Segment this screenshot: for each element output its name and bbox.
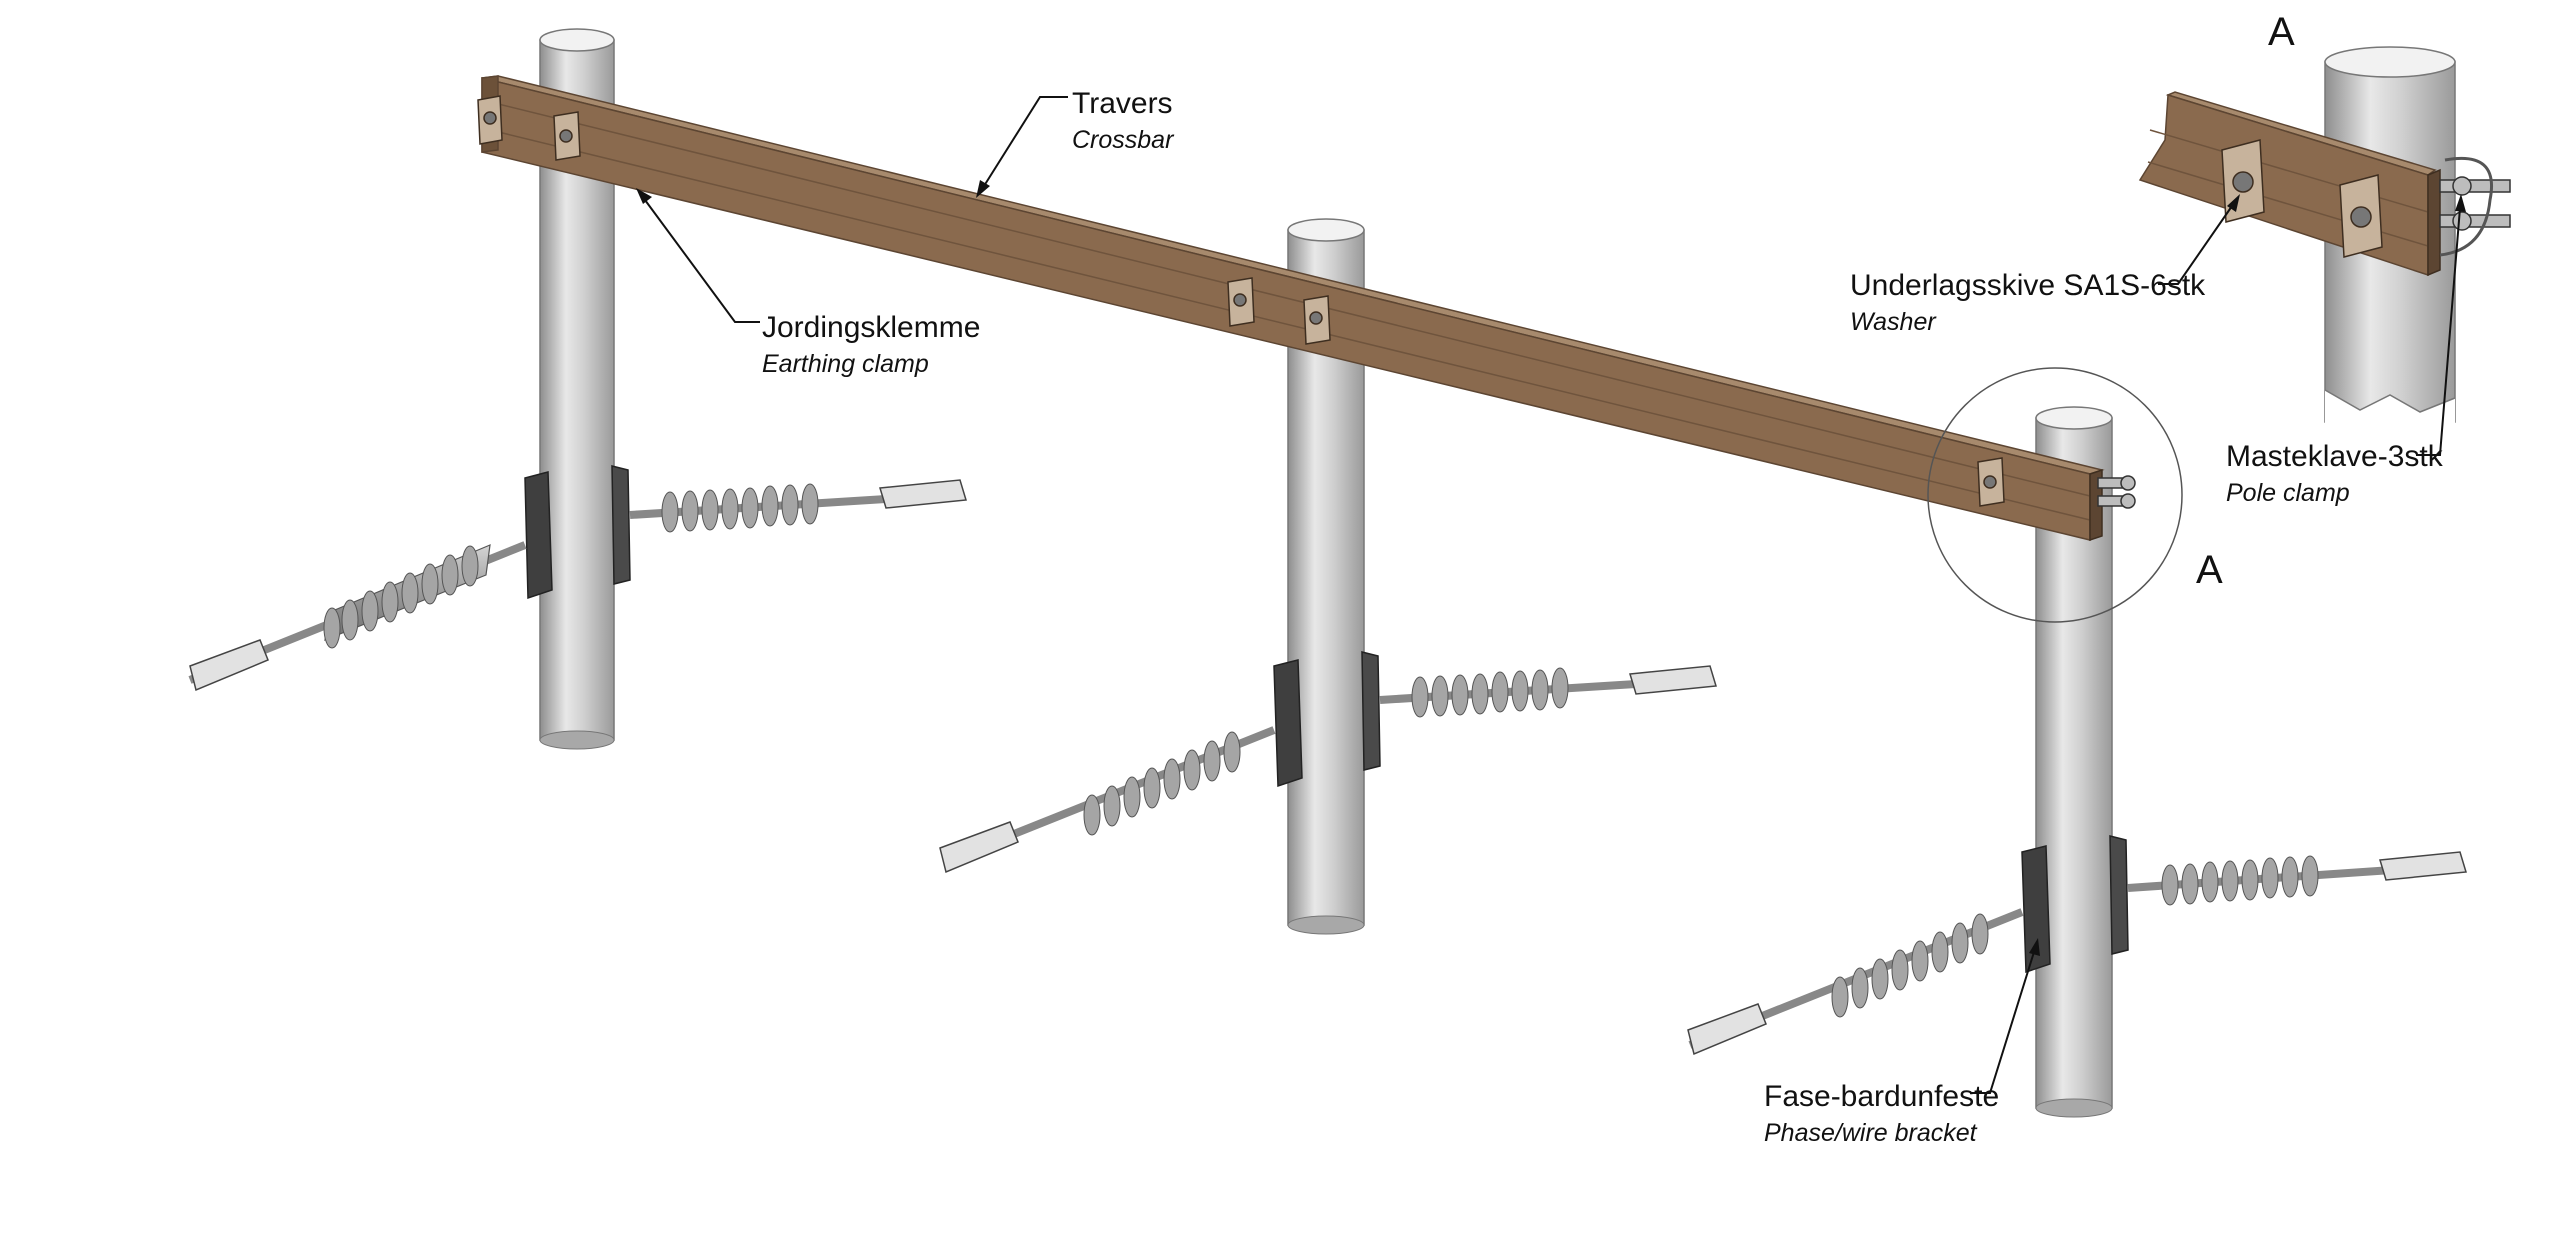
- crossbar: [481, 75, 2105, 542]
- svg-text:Washer: Washer: [1850, 308, 1937, 336]
- detail-marker-a: A: [2196, 548, 2223, 592]
- insulator-string-right-a: [629, 479, 967, 533]
- label-washer: Underlagsskive SA1S-6stk Washer: [1850, 194, 2240, 336]
- washer: [477, 95, 503, 145]
- label-crossbar: Travers Crossbar: [976, 87, 1175, 198]
- label-phase-bracket: Fase-bardunfeste Phase/wire bracket: [1764, 938, 2040, 1147]
- washer: [1303, 295, 1331, 345]
- insulator-string-left-a: [188, 541, 527, 692]
- phase-bracket-left: [524, 465, 631, 600]
- insulator-string-left-c: [1687, 908, 2024, 1056]
- svg-text:Fase-bardunfeste: Fase-bardunfeste: [1764, 1080, 1999, 1113]
- washer: [1977, 457, 2005, 507]
- phase-bracket-middle: [1273, 651, 1381, 788]
- label-earthing-clamp: Jordingsklemme Earthing clamp: [636, 188, 980, 378]
- svg-text:Phase/wire bracket: Phase/wire bracket: [1764, 1119, 1978, 1147]
- svg-text:Crossbar: Crossbar: [1072, 126, 1175, 154]
- svg-text:Underlagsskive SA1S-6stk: Underlagsskive SA1S-6stk: [1850, 269, 2206, 302]
- washer: [553, 111, 581, 161]
- detail-circle: [1927, 367, 2183, 623]
- svg-text:Earthing clamp: Earthing clamp: [762, 350, 929, 378]
- detail-title-a: A: [2268, 10, 2295, 54]
- svg-text:Masteklave-3stk: Masteklave-3stk: [2226, 440, 2444, 473]
- svg-text:Travers: Travers: [1072, 87, 1173, 120]
- label-pole-clamp: Masteklave-3stk Pole clamp: [2226, 194, 2466, 507]
- svg-text:Pole clamp: Pole clamp: [2226, 479, 2350, 507]
- insulator-string-right-b: [1379, 665, 1717, 718]
- insulator-string-left-b: [939, 726, 1276, 874]
- phase-bracket-right: [2021, 835, 2129, 974]
- washer-group: [477, 95, 2005, 507]
- insulator-string-right-c: [2127, 851, 2467, 906]
- washer: [1227, 277, 1255, 327]
- detail-view-a: [2138, 46, 2511, 425]
- pole-clamp: [2097, 475, 2136, 509]
- svg-text:Jordingsklemme: Jordingsklemme: [762, 311, 980, 344]
